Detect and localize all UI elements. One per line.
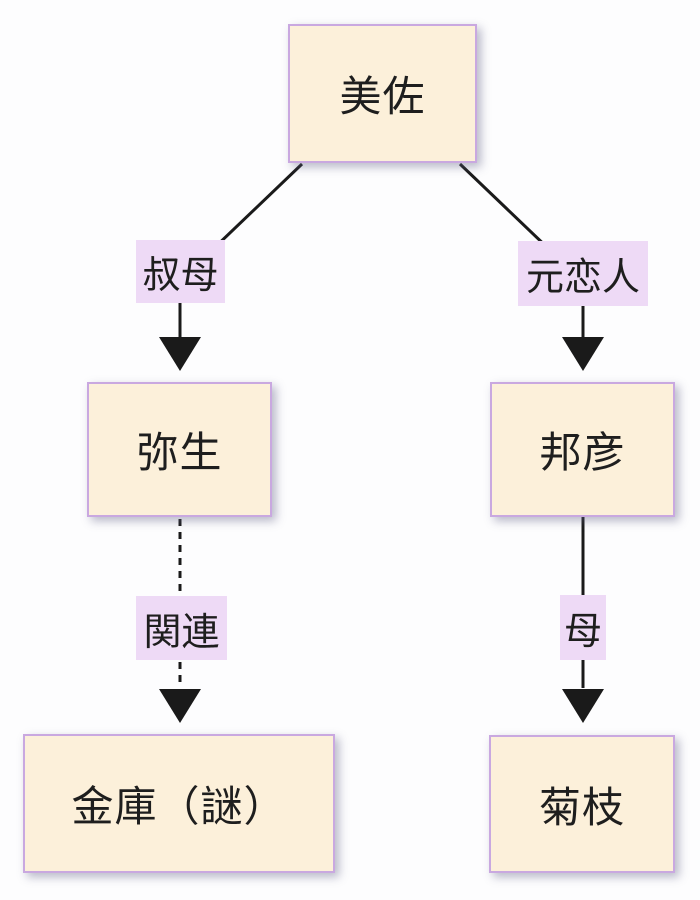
node-label: 菊枝 [538,783,625,831]
node-label: 美佐 [339,73,426,120]
arrowhead-icon [159,689,201,723]
node-yayoi: 弥生 [87,382,272,517]
edge-misa-kunihiko [458,162,604,371]
edge-label-aunt: 叔母 [136,240,225,303]
node-label: 弥生 [136,429,223,476]
node-label: 邦彦 [539,429,626,476]
arrowhead-icon [562,689,604,723]
edge-misa-yayoi [159,162,304,371]
arrowhead-icon [562,337,604,371]
node-safe: 金庫（謎） [23,734,335,873]
edge-label-mother: 母 [560,595,606,660]
edge-label-related: 関連 [136,596,227,660]
arrowhead-icon [159,337,201,371]
node-kunihiko: 邦彦 [490,382,675,517]
node-label: 金庫（謎） [71,783,287,830]
edge-label-ex-lover: 元恋人 [518,241,648,306]
node-kikue: 菊枝 [489,735,675,873]
node-misa: 美佐 [288,24,477,163]
